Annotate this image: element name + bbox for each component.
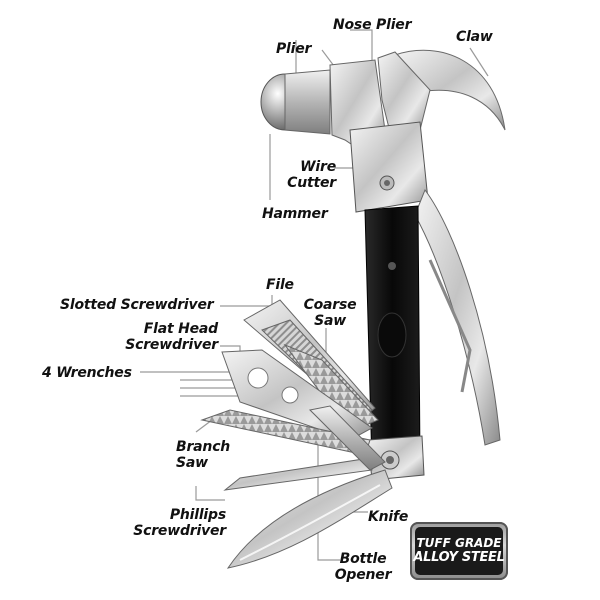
label-file: File xyxy=(266,277,294,293)
label-slotted-screwdriver: Slotted Screwdriver xyxy=(60,297,214,313)
label-wire-cutter-line2: Cutter xyxy=(287,175,336,191)
label-knife: Knife xyxy=(368,509,409,525)
label-branch-saw-line2: Saw xyxy=(176,455,208,471)
label-bottle-opener-line1: Bottle xyxy=(339,551,387,567)
label-coarse-saw-line1: Coarse xyxy=(303,297,357,313)
label-claw: Claw xyxy=(456,29,493,45)
badge-line2: ALLOY STEEL xyxy=(413,550,505,565)
alloy-steel-badge: TUFF GRADE ALLOY STEEL xyxy=(410,522,508,580)
plier-arm xyxy=(414,188,501,446)
claw xyxy=(394,49,506,131)
label-plier: Plier xyxy=(276,41,312,57)
badge-line1: TUFF GRADE xyxy=(416,536,502,550)
bottle-opener xyxy=(308,405,386,471)
label-4-wrenches: 4 Wrenches xyxy=(42,365,132,381)
label-coarse-saw-line2: Saw xyxy=(314,313,346,329)
label-hammer: Hammer xyxy=(262,206,328,222)
label-branch-saw-line1: Branch xyxy=(176,439,231,455)
label-bottle-opener-line2: Opener xyxy=(334,567,392,583)
label-flat-head-line1: Flat Head xyxy=(143,321,218,337)
label-nose-plier: Nose Plier xyxy=(333,17,412,33)
branch-saw xyxy=(200,409,371,456)
badge-inner: TUFF GRADE ALLOY STEEL xyxy=(413,527,505,575)
label-wire-cutter-line1: Wire xyxy=(300,159,336,175)
label-phillips-line1: Phillips xyxy=(169,507,226,523)
label-flat-head-line2: Screwdriver xyxy=(125,337,218,353)
knife xyxy=(226,469,393,569)
label-phillips-line2: Screwdriver xyxy=(133,523,226,539)
